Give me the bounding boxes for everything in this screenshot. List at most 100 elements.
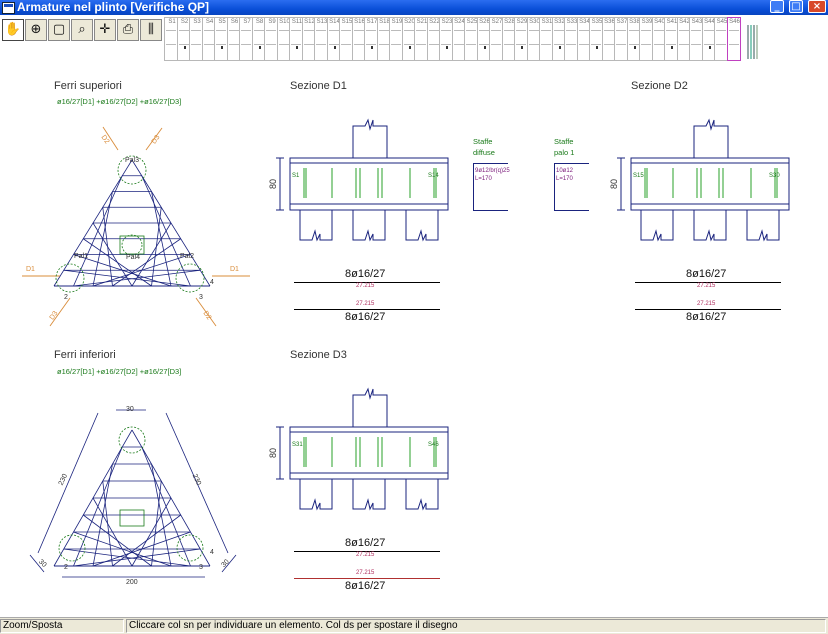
- section-thumb-label: S20: [404, 19, 415, 25]
- minimize-button[interactable]: _: [770, 0, 784, 13]
- section-thumb-label: S34: [579, 19, 590, 25]
- axis-d1-right: D1: [230, 266, 239, 273]
- section-top-label: 8ø16/27: [345, 268, 386, 280]
- section-thumb-label: S6: [230, 19, 239, 25]
- stirrup-spec2: L=170: [556, 176, 573, 182]
- section-top-label: 8ø16/27: [686, 268, 727, 280]
- section-thumb-label: S38: [629, 19, 640, 25]
- section-thumb-label: S32: [554, 19, 565, 25]
- bottom-vertex-4: 4: [210, 549, 214, 556]
- stirrup-shape: [554, 163, 589, 211]
- stirrup-spec1: 9ø12/br(q)25: [475, 168, 510, 174]
- section-thumb-label: S14: [329, 19, 340, 25]
- section-right-tag: S30: [769, 173, 780, 179]
- status-hint: Cliccare col sn per individuare un eleme…: [126, 619, 826, 633]
- crosshair-icon[interactable]: ✛: [94, 19, 116, 41]
- print-icon[interactable]: ⎙: [117, 19, 139, 41]
- section-thumb-label: S26: [479, 19, 490, 25]
- section-thumb-label: S35: [591, 19, 603, 25]
- section-thumb-s19[interactable]: S19: [389, 17, 403, 61]
- section-drawing: [276, 118, 449, 242]
- section-top-sub: 27.215: [697, 283, 716, 289]
- section-left-tag: S15: [633, 173, 644, 179]
- section-bottom-label: 8ø16/27: [686, 311, 727, 323]
- status-bar: Zoom/Sposta Cliccare col sn per individu…: [0, 617, 828, 634]
- section-right-tag: S14: [428, 173, 439, 179]
- section-thumb-label: S18: [379, 19, 390, 25]
- section-thumb-s23[interactable]: S23: [439, 17, 453, 61]
- rebar-icon[interactable]: ⫼: [140, 19, 162, 41]
- section-thumb-s18[interactable]: S18: [376, 17, 391, 61]
- section-thumb-label: S43: [691, 19, 703, 25]
- close-button[interactable]: ×: [808, 0, 826, 13]
- maximize-button[interactable]: □: [789, 0, 803, 13]
- section-thumb-label: S24: [454, 19, 465, 25]
- dim-base: 200: [126, 579, 138, 586]
- section-thumb-label: S44: [704, 19, 715, 25]
- section-thumb-label: S37: [616, 19, 628, 25]
- zoom-rect-icon[interactable]: ▢: [48, 19, 70, 41]
- section-thumb-label: S30: [529, 19, 540, 25]
- section-thumb-label: S36: [604, 19, 615, 25]
- section-thumb-s46[interactable]: S46: [726, 17, 741, 61]
- section-thumb-label: S33: [566, 19, 578, 25]
- section-thumb-label: S2: [180, 19, 189, 25]
- section-title: Sezione D3: [290, 349, 347, 361]
- zoom-magnify-icon[interactable]: ⌕: [71, 19, 93, 41]
- section-thumb-label: S8: [255, 19, 264, 25]
- scroll-stack[interactable]: [747, 25, 759, 59]
- zoom-window-icon[interactable]: ⊕: [25, 19, 47, 41]
- section-thumb-label: S28: [504, 19, 515, 25]
- vertex-2: 2: [64, 294, 68, 301]
- section-thumb-label: S4: [205, 19, 214, 25]
- stirrup-spec1: 10ø12: [556, 168, 574, 174]
- section-thumb-label: S45: [716, 19, 728, 25]
- status-mode: Zoom/Sposta: [0, 619, 124, 633]
- section-thumb-label: S42: [679, 19, 690, 25]
- pile-label-1: Pal1: [74, 253, 89, 260]
- section-thumb-label: S15: [341, 19, 353, 25]
- app-icon[interactable]: [2, 2, 15, 14]
- vertex-3: 3: [199, 294, 203, 301]
- section-thumb-label: S46: [729, 19, 740, 25]
- section-drawing: [617, 118, 790, 242]
- bottom-vertex-2: 2: [64, 564, 68, 571]
- section-height: 80: [609, 178, 620, 190]
- section-thumb-label: S3: [193, 19, 201, 25]
- section-thumb-label: S41: [666, 19, 678, 25]
- title-bar: Armature nel plinto [Verifiche QP] _ □ ×: [0, 0, 828, 15]
- window-title: Armature nel plinto [Verifiche QP]: [17, 0, 210, 14]
- section-thumb-label: S10: [279, 19, 290, 25]
- section-thumb-label: S1: [168, 19, 176, 25]
- section-thumb-label: S39: [641, 19, 653, 25]
- section-height: 80: [268, 178, 279, 190]
- stirrup-title2: palo 1: [554, 148, 575, 157]
- section-title: Sezione D1: [290, 80, 347, 92]
- section-thumb-label: S40: [654, 19, 665, 25]
- section-thumb-label: S17: [366, 19, 378, 25]
- section-thumb-label: S27: [491, 19, 503, 25]
- stirrup-title2: diffuse: [473, 148, 495, 157]
- section-thumb-label: S23: [441, 19, 453, 25]
- top-plan-title: Ferri superiori: [54, 80, 122, 92]
- stirrup-title1: Staffe: [554, 137, 574, 146]
- stirrup-spec2: L=170: [475, 176, 492, 182]
- section-bottom-sub: 27.215: [697, 301, 716, 307]
- section-thumb-s42[interactable]: S42: [676, 17, 691, 61]
- section-bottom-label: 8ø16/27: [345, 311, 386, 323]
- section-title: Sezione D2: [631, 80, 688, 92]
- section-thumb-label: S21: [416, 19, 428, 25]
- section-thumb-label: S12: [304, 19, 315, 25]
- bottom-plan-title: Ferri inferiori: [54, 349, 116, 361]
- top-plan-bars: ø16/27[D1] +ø16/27[D2] +ø16/27[D3]: [57, 97, 182, 106]
- section-thumb-label: S7: [243, 19, 251, 25]
- section-thumb-label: S5: [218, 19, 226, 25]
- section-thumb-label: S19: [391, 19, 403, 25]
- hand-icon[interactable]: ✋: [2, 19, 24, 41]
- section-thumb-label: S13: [316, 19, 328, 25]
- section-bottom-sub: 27.215: [356, 570, 375, 576]
- section-thumb-label: S9: [268, 19, 276, 25]
